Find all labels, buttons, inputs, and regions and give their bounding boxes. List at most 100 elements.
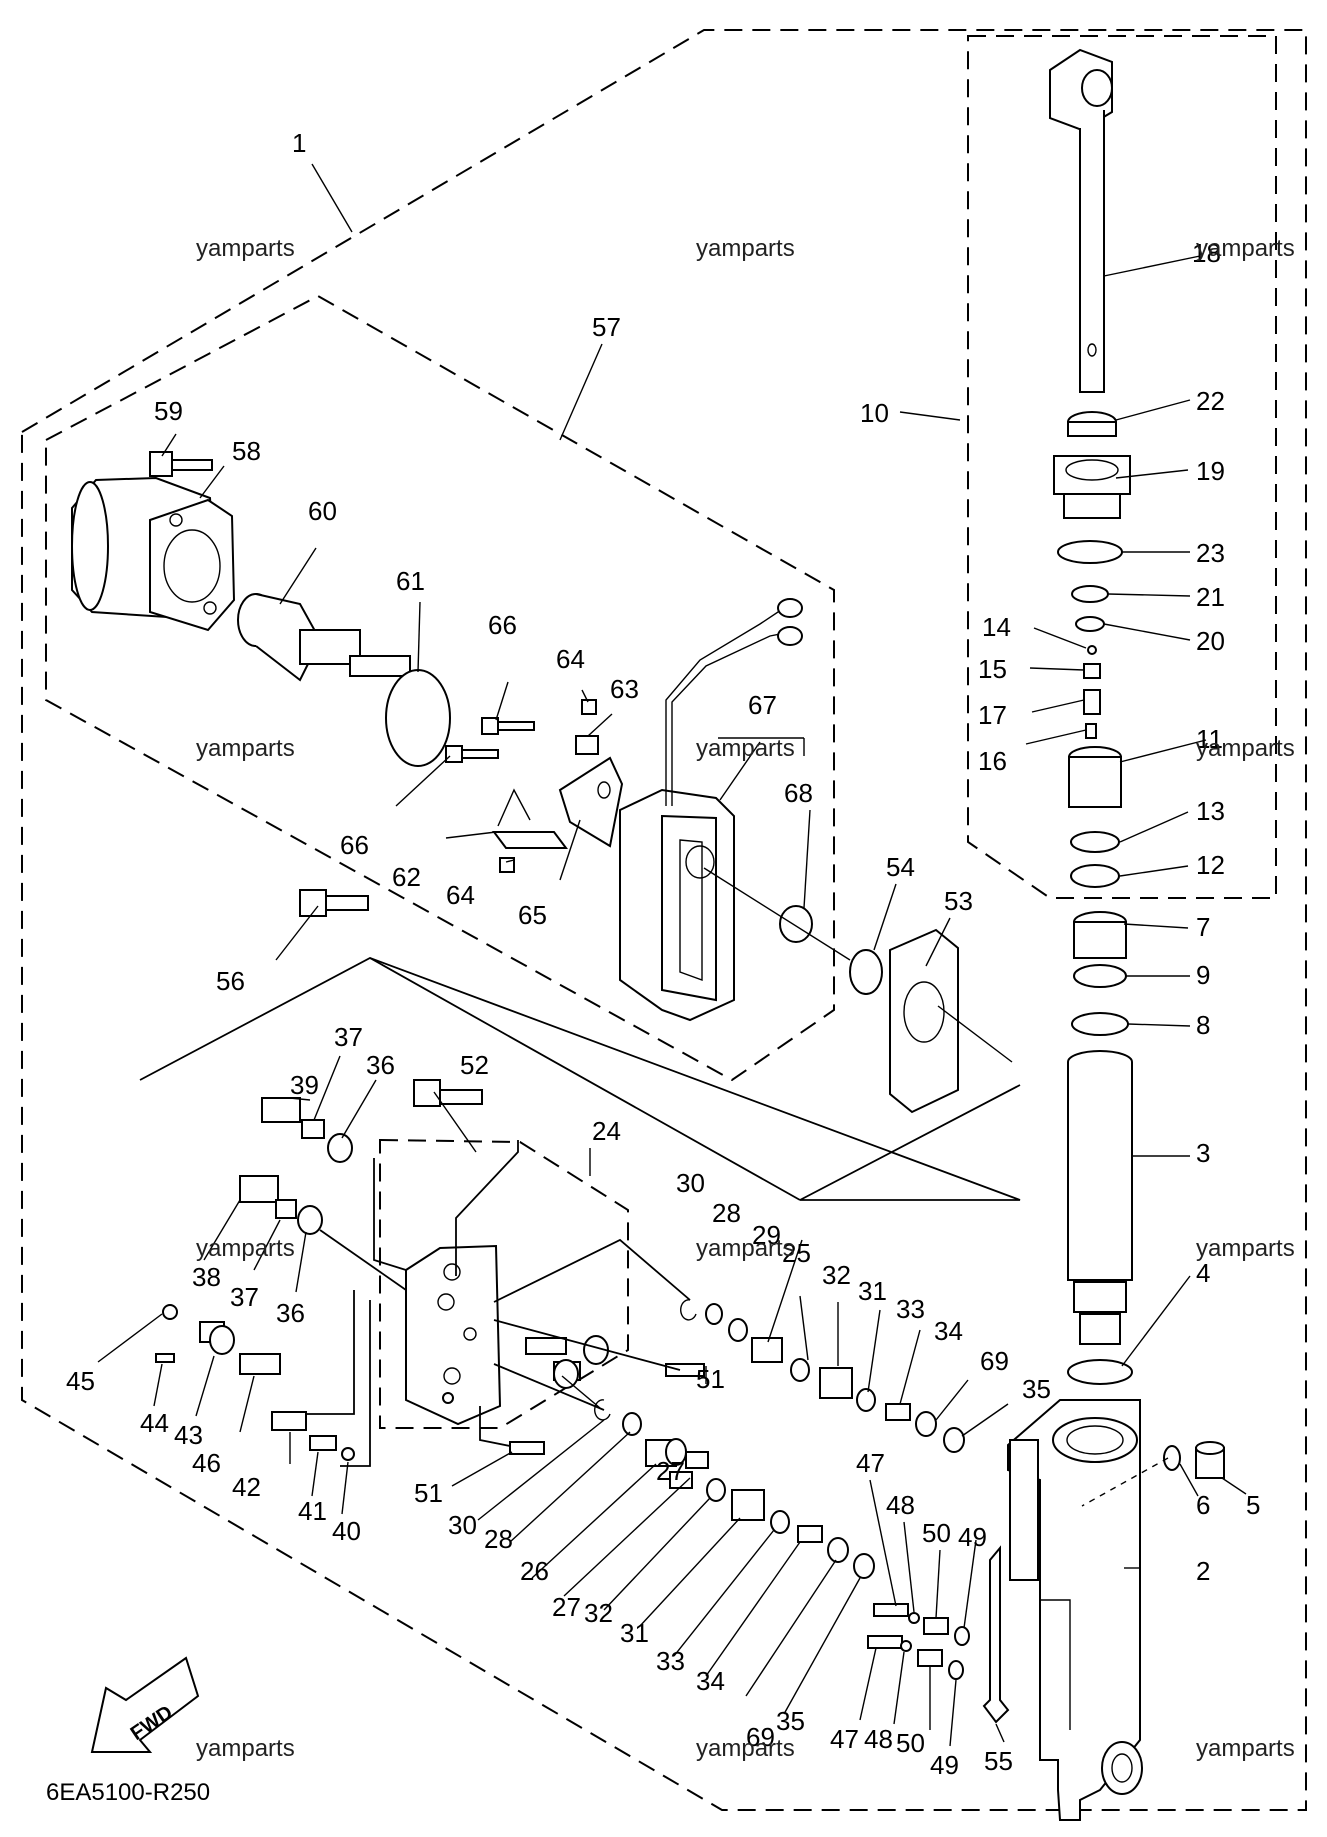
callout: 28 [484, 1524, 513, 1554]
leader-6-cyl [1081, 1457, 1169, 1507]
gasket-53 [889, 928, 959, 1114]
callout: 31 [858, 1276, 887, 1306]
washer-69-upper [915, 1411, 937, 1437]
valve-43 [199, 1321, 235, 1355]
pin-51-lower [509, 1441, 545, 1455]
spring-39 [261, 1097, 301, 1123]
washer-28-upper [705, 1303, 723, 1325]
o-ring-23 [1057, 540, 1123, 564]
callout-numbers: 1 2 3 4 5 6 7 8 9 10 11 12 13 14 15 16 1… [66, 128, 1260, 1780]
bushing-7 [1073, 911, 1127, 959]
watermark: yamparts [1196, 1235, 1295, 1262]
callout: 65 [518, 900, 547, 930]
callout: 58 [232, 436, 261, 466]
bolt-52 [413, 1079, 483, 1107]
callout: 40 [332, 1516, 361, 1546]
watermark: yamparts [696, 1235, 795, 1262]
pipe-55 [982, 1545, 1010, 1724]
ball-48-upper [908, 1612, 920, 1624]
callout: 66 [340, 830, 369, 860]
callout: 26 [520, 1556, 549, 1586]
pin-44 [155, 1353, 175, 1363]
assembly-boundary-24 [379, 1138, 629, 1429]
callout: 14 [982, 612, 1011, 642]
spring-42 [271, 1411, 307, 1431]
valve-26 [645, 1438, 687, 1467]
spring-27-lower [669, 1471, 693, 1489]
assembly-boundary-57 [45, 294, 835, 1082]
callout: 9 [1196, 960, 1210, 990]
seal-9 [1073, 964, 1127, 988]
watermark: yamparts [696, 1735, 795, 1762]
callout: 19 [1196, 456, 1225, 486]
callout: 51 [696, 1364, 725, 1394]
callout: 7 [1196, 912, 1210, 942]
washer-35-upper [943, 1427, 965, 1453]
inner-tube [1067, 1050, 1133, 1345]
callout: 48 [886, 1490, 915, 1520]
assembly-boundary-1 [21, 29, 1307, 1811]
plug-5 [1195, 1441, 1225, 1479]
bolt-56 [299, 889, 369, 917]
callout: 13 [1196, 796, 1225, 826]
gear-set-25 [525, 1335, 609, 1389]
callout: 2 [1196, 1556, 1210, 1586]
screw-66-bottom [445, 745, 499, 763]
o-ring-6 [1163, 1445, 1181, 1471]
callout: 39 [290, 1070, 319, 1100]
seal-36-upper [327, 1133, 353, 1163]
manifold-region-outline [139, 957, 1021, 1201]
watermark: yamparts [196, 235, 295, 262]
callout: 53 [944, 886, 973, 916]
callout: 47 [830, 1724, 859, 1754]
callout: 5 [1246, 1490, 1260, 1520]
callout: 17 [978, 700, 1007, 730]
callout: 32 [822, 1260, 851, 1290]
piston-11 [1068, 746, 1122, 808]
manifold-region-outline-2 [369, 957, 801, 1201]
callout: 16 [978, 746, 1007, 776]
armature-60 [237, 593, 411, 682]
callout: 37 [334, 1022, 363, 1052]
spring-17 [1083, 689, 1101, 715]
rod-seal-22 [1067, 411, 1117, 437]
callout-leaders [97, 163, 1247, 1747]
assembly-boundary-10 [967, 35, 1277, 899]
callout: 34 [934, 1316, 963, 1346]
callout: 43 [174, 1420, 203, 1450]
callout: 62 [392, 862, 421, 892]
o-ring-13 [1070, 831, 1120, 853]
callout: 23 [1196, 538, 1225, 568]
circlip-30-upper [680, 1299, 697, 1321]
callout: 12 [1196, 850, 1225, 880]
ball-14 [1087, 645, 1097, 655]
ring-20 [1075, 616, 1105, 632]
spring-50-upper [923, 1617, 949, 1635]
brush-holder-65 [558, 756, 624, 848]
callout: 36 [366, 1050, 395, 1080]
ring-32-lower [706, 1478, 726, 1502]
spring-38 [239, 1175, 279, 1203]
pin-51-upper [665, 1363, 705, 1377]
brush-62 [492, 788, 568, 849]
callout: 30 [676, 1168, 705, 1198]
callout: 24 [592, 1116, 621, 1146]
o-ring-4 [1067, 1359, 1133, 1385]
spring-34-lower [797, 1525, 823, 1543]
callout: 64 [446, 880, 475, 910]
ring-49-lower [948, 1660, 964, 1680]
callout: 66 [488, 610, 517, 640]
callout: 18 [1192, 238, 1221, 268]
callout: 59 [154, 396, 183, 426]
callout: 37 [230, 1282, 259, 1312]
watermark: yamparts [196, 735, 295, 762]
valve-25 [751, 1337, 783, 1363]
callout: 69 [980, 1346, 1009, 1376]
callout: 3 [1196, 1138, 1210, 1168]
callout: 11 [1196, 724, 1223, 754]
sleeve-31-upper [819, 1367, 853, 1399]
callout: 50 [922, 1518, 951, 1548]
ball-48-lower [900, 1640, 912, 1652]
ring-21 [1071, 585, 1109, 603]
seal-12 [1070, 864, 1120, 888]
